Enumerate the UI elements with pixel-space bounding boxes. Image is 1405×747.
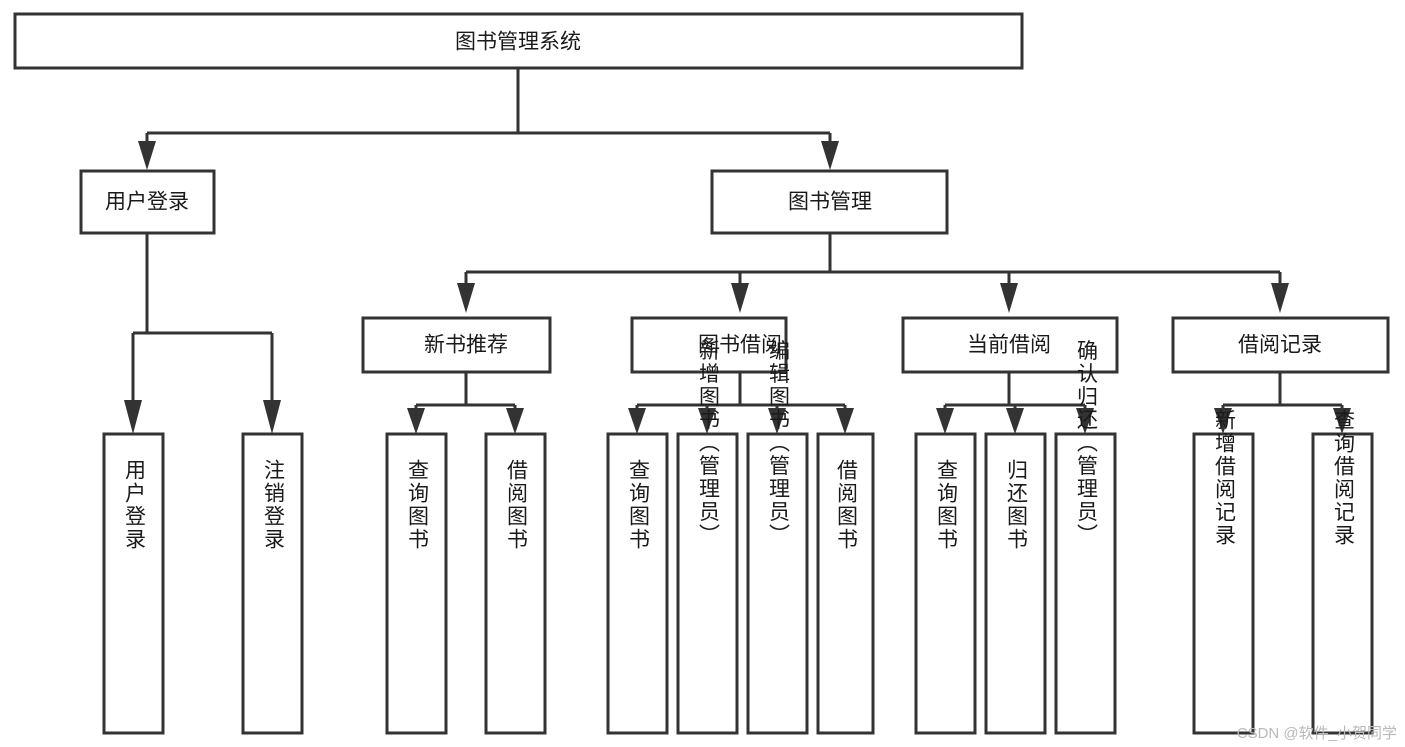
node-borrow-record-label: 借阅记录 (1238, 334, 1322, 357)
leaf-current-borrow-2-label: 归还图书 (1004, 459, 1028, 551)
node-book-borrow-box[interactable] (630, 316, 788, 374)
leaf-new-book-1[interactable]: 查询图书 (385, 432, 448, 735)
connector-group-book-borrow (628, 372, 854, 434)
leaf-book-borrow-2-label: 新增图书（管理员） (696, 340, 720, 547)
arrow-borrow-record-leaf-1-icon (1214, 408, 1232, 434)
arrow-book-borrow-leaf-4-icon (836, 408, 854, 434)
node-user-login-box[interactable] (79, 169, 216, 235)
leaf-book-borrow-3-box[interactable] (746, 432, 809, 735)
connector-group-book-mgmt (457, 233, 1289, 313)
leaf-current-borrow-2-box[interactable] (984, 432, 1047, 735)
leaf-book-borrow-4[interactable]: 借阅图书 (816, 432, 875, 735)
arrow-new-book-leaf-1-icon (407, 408, 425, 434)
arrow-user-login-leaf-1-icon (124, 400, 142, 434)
leaf-book-borrow-2[interactable]: 新增图书（管理员） (676, 340, 739, 735)
leaf-book-borrow-3[interactable]: 编辑图书（管理员） (746, 340, 809, 735)
arrow-root-to-book-mgmt-icon (821, 141, 839, 170)
node-root-label: 图书管理系统 (455, 31, 581, 54)
arrow-current-borrow-leaf-3-icon (1076, 408, 1094, 434)
node-book-management[interactable]: 图书管理 (710, 169, 949, 235)
connector-group-current-borrow (936, 372, 1094, 434)
arrow-book-mgmt-child-1-icon (457, 283, 475, 313)
arrow-current-borrow-leaf-1-icon (936, 408, 954, 434)
connector-group-new-book (407, 372, 524, 434)
leaf-user-login-1-label: 用户登录 (122, 459, 146, 551)
leaf-user-login-2-label: 注销登录 (261, 459, 285, 551)
leaf-user-login-2[interactable]: 注销登录 (241, 432, 304, 735)
node-current-borrow-label: 当前借阅 (967, 334, 1051, 357)
leaf-borrow-record-1-box[interactable] (1192, 432, 1255, 735)
arrow-book-borrow-leaf-3-icon (768, 408, 786, 434)
arrow-book-mgmt-child-2-icon (731, 283, 749, 313)
connector-group-borrow-record (1214, 372, 1351, 434)
arrow-book-borrow-leaf-1-icon (628, 408, 646, 434)
node-current-borrow-box[interactable] (901, 316, 1119, 374)
node-root[interactable]: 图书管理系统 (13, 12, 1024, 70)
node-new-book-recommend-box[interactable] (361, 316, 552, 374)
leaf-book-borrow-1[interactable]: 查询图书 (606, 432, 669, 735)
node-book-management-label: 图书管理 (788, 191, 872, 214)
leaf-current-borrow-2[interactable]: 归还图书 (984, 432, 1047, 735)
leaf-current-borrow-1[interactable]: 查询图书 (914, 432, 977, 735)
leaf-book-borrow-2-box[interactable] (676, 432, 739, 735)
node-user-login[interactable]: 用户登录 (79, 169, 216, 235)
node-new-book-recommend-label: 新书推荐 (424, 334, 508, 357)
leaf-borrow-record-2-label: 查询借阅记录 (1331, 409, 1355, 547)
arrow-new-book-leaf-2-icon (506, 408, 524, 434)
leaf-new-book-2-label: 借阅图书 (504, 459, 528, 551)
leaf-book-borrow-1-box[interactable] (606, 432, 669, 735)
leaf-book-borrow-3-label: 编辑图书（管理员） (766, 340, 790, 547)
arrow-book-mgmt-child-3-icon (1000, 283, 1018, 313)
leaf-borrow-record-1-label: 新增借阅记录 (1212, 409, 1236, 547)
leaf-book-borrow-1-label: 查询图书 (626, 459, 650, 551)
leaf-user-login-1[interactable]: 用户登录 (102, 432, 165, 735)
node-book-management-box[interactable] (710, 169, 949, 235)
arrow-current-borrow-leaf-2-icon (1006, 408, 1024, 434)
node-user-login-label: 用户登录 (105, 191, 189, 214)
leaf-user-login-2-box[interactable] (241, 432, 304, 735)
leaf-new-book-2[interactable]: 借阅图书 (484, 432, 547, 735)
arrow-borrow-record-leaf-2-icon (1333, 408, 1351, 434)
node-book-borrow-label: 图书借阅 (698, 334, 782, 357)
leaf-user-login-1-box[interactable] (102, 432, 165, 735)
leaf-current-borrow-3-label: 确认归还（管理员） (1074, 340, 1098, 547)
leaf-book-borrow-4-box[interactable] (816, 432, 875, 735)
leaf-borrow-record-2-box[interactable] (1311, 432, 1374, 735)
node-current-borrow[interactable]: 当前借阅 (901, 316, 1119, 374)
leaf-new-book-1-label: 查询图书 (405, 459, 429, 551)
leaf-borrow-record-2[interactable]: 查询借阅记录 (1311, 409, 1374, 735)
leaf-current-borrow-3-box[interactable] (1054, 432, 1117, 735)
node-root-box[interactable] (13, 12, 1024, 70)
connector-group-root (138, 68, 839, 170)
leaf-new-book-1-box[interactable] (385, 432, 448, 735)
node-book-borrow[interactable]: 图书借阅 (630, 316, 788, 374)
leaf-borrow-record-1[interactable]: 新增借阅记录 (1192, 409, 1255, 735)
node-borrow-record-box[interactable] (1171, 316, 1390, 374)
leaf-current-borrow-1-box[interactable] (914, 432, 977, 735)
arrow-book-borrow-leaf-2-icon (698, 408, 716, 434)
leaf-current-borrow-1-label: 查询图书 (934, 459, 958, 551)
node-new-book-recommend[interactable]: 新书推荐 (361, 316, 552, 374)
leaf-new-book-2-box[interactable] (484, 432, 547, 735)
leaf-current-borrow-3[interactable]: 确认归还（管理员） (1054, 340, 1117, 735)
node-borrow-record[interactable]: 借阅记录 (1171, 316, 1390, 374)
arrow-root-to-user-login-icon (138, 141, 156, 170)
arrow-book-mgmt-child-4-icon (1271, 283, 1289, 313)
connector-group-user-login (124, 233, 281, 434)
arrow-user-login-leaf-2-icon (263, 400, 281, 434)
leaf-book-borrow-4-label: 借阅图书 (834, 459, 858, 551)
